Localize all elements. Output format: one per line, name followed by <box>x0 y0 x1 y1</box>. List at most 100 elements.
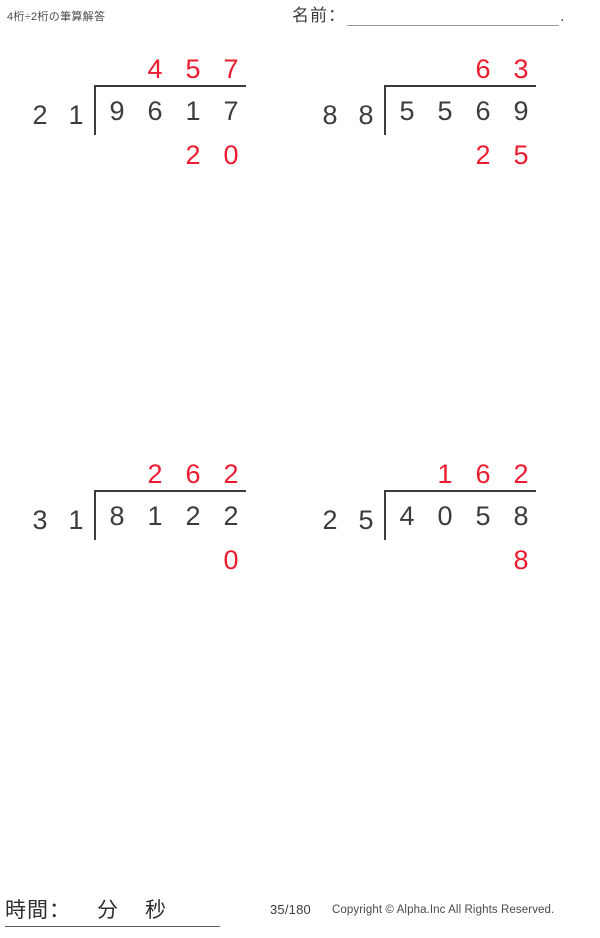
long-division-bracket: 1 6 2 4 0 5 8 8 <box>384 459 544 590</box>
remainder-digit: 2 <box>185 140 201 170</box>
divisor-digit: 1 <box>68 100 84 130</box>
remainder-digit <box>98 137 136 173</box>
division-overbar <box>384 490 536 492</box>
quotient-digit <box>98 51 136 87</box>
quotient-row: 4 5 7 <box>98 51 250 87</box>
divisor-digit: 8 <box>358 100 374 130</box>
problem-4: 2 5 1 6 2 4 0 5 8 <box>298 459 588 590</box>
quotient-digit: 5 <box>185 54 201 84</box>
divisor: 2 5 <box>298 500 384 540</box>
quotient-digit: 7 <box>223 54 239 84</box>
divisor-digit: 8 <box>322 100 338 130</box>
dividend-digit: 5 <box>399 96 415 126</box>
long-division-bracket: 2 6 2 8 1 2 2 0 <box>94 459 254 590</box>
divisor-digit: 1 <box>68 505 84 535</box>
dividend-digit: 4 <box>399 501 415 531</box>
minutes-unit-label: 分 <box>97 899 119 922</box>
quotient-digit: 6 <box>185 459 201 489</box>
worksheet-header: 4桁÷2桁の筆算解答 名前： . <box>0 0 600 46</box>
quotient-digit: 4 <box>147 54 163 84</box>
dividend-row: 4 0 5 8 <box>388 498 540 534</box>
remainder-digit <box>174 542 212 578</box>
dividend-digit: 5 <box>475 501 491 531</box>
problem-grid: 2 1 4 5 7 9 6 1 7 <box>0 54 600 865</box>
remainder-digit <box>426 137 464 173</box>
dividend-digit: 6 <box>475 96 491 126</box>
remainder-digit <box>388 542 426 578</box>
divisor: 8 8 <box>298 95 384 135</box>
divisor-digit: 3 <box>32 505 48 535</box>
dividend-row: 8 1 2 2 <box>98 498 250 534</box>
division-vertical-bar <box>384 85 386 135</box>
dividend-digit: 2 <box>185 501 201 531</box>
dividend-digit: 2 <box>223 501 239 531</box>
divisor: 2 1 <box>8 95 94 135</box>
remainder-digit <box>136 542 174 578</box>
quotient-digit: 2 <box>147 459 163 489</box>
dividend-digit: 9 <box>513 96 529 126</box>
division-overbar <box>94 490 246 492</box>
name-field-trailing-dot: . <box>560 8 565 25</box>
dividend-row: 5 5 6 9 <box>388 93 540 129</box>
problem-2: 8 8 6 3 5 5 6 9 <box>298 54 588 185</box>
quotient-digit <box>388 51 426 87</box>
page-number: 35/180 <box>270 902 311 917</box>
page-title: 4桁÷2桁の筆算解答 <box>7 11 106 23</box>
remainder-digit: 2 <box>475 140 491 170</box>
dividend-row: 9 6 1 7 <box>98 93 250 129</box>
name-field-block: 名前： . <box>292 6 564 26</box>
divisor-digit: 2 <box>322 505 338 535</box>
remainder-digit <box>98 542 136 578</box>
quotient-digit: 1 <box>437 459 453 489</box>
problem-row-2: 3 1 2 6 2 8 1 2 2 <box>0 459 600 865</box>
division-vertical-bar <box>384 490 386 540</box>
dividend-digit: 5 <box>437 96 453 126</box>
copyright-notice: Copyright © Alpha.Inc All Rights Reserve… <box>332 904 555 916</box>
remainder-digit <box>464 542 502 578</box>
remainder-row: 2 0 <box>98 137 250 173</box>
quotient-digit: 6 <box>475 54 491 84</box>
quotient-digit <box>98 456 136 492</box>
quotient-digit: 2 <box>513 459 529 489</box>
quotient-row: 6 3 <box>388 51 540 87</box>
dividend-digit: 1 <box>185 96 201 126</box>
quotient-row: 2 6 2 <box>98 456 250 492</box>
division-overbar <box>384 85 536 87</box>
divisor-digit: 5 <box>358 505 374 535</box>
quotient-digit <box>426 51 464 87</box>
remainder-digit: 0 <box>223 545 239 575</box>
quotient-digit: 3 <box>513 54 529 84</box>
remainder-digit: 0 <box>223 140 239 170</box>
problem-3: 3 1 2 6 2 8 1 2 2 <box>8 459 298 590</box>
time-label: 時間： <box>5 899 71 922</box>
seconds-unit-label: 秒 <box>145 899 167 922</box>
remainder-digit <box>136 137 174 173</box>
problem-1: 2 1 4 5 7 9 6 1 7 <box>8 54 298 185</box>
remainder-row: 2 5 <box>388 137 540 173</box>
remainder-digit <box>388 137 426 173</box>
quotient-digit <box>388 456 426 492</box>
time-record-field[interactable]: 時間： 分 秒 <box>5 894 220 927</box>
dividend-digit: 1 <box>147 501 163 531</box>
remainder-row: 0 <box>98 542 250 578</box>
long-division-bracket: 6 3 5 5 6 9 2 5 <box>384 54 544 185</box>
remainder-digit: 5 <box>513 140 529 170</box>
dividend-digit: 8 <box>109 501 125 531</box>
quotient-digit: 2 <box>223 459 239 489</box>
name-field-label: 名前： <box>292 6 346 25</box>
worksheet-footer: 時間： 分 秒 35/180 Copyright © Alpha.Inc All R… <box>0 890 600 938</box>
dividend-digit: 8 <box>513 501 529 531</box>
long-division-bracket: 4 5 7 9 6 1 7 2 0 <box>94 54 254 185</box>
division-vertical-bar <box>94 85 96 135</box>
quotient-digit: 6 <box>475 459 491 489</box>
problem-row-1: 2 1 4 5 7 9 6 1 7 <box>0 54 600 460</box>
divisor: 3 1 <box>8 500 94 540</box>
remainder-row: 8 <box>388 542 540 578</box>
dividend-digit: 0 <box>437 501 453 531</box>
dividend-digit: 9 <box>109 96 125 126</box>
name-input[interactable] <box>347 6 559 26</box>
division-vertical-bar <box>94 490 96 540</box>
divisor-digit: 2 <box>32 100 48 130</box>
division-overbar <box>94 85 246 87</box>
quotient-row: 1 6 2 <box>388 456 540 492</box>
